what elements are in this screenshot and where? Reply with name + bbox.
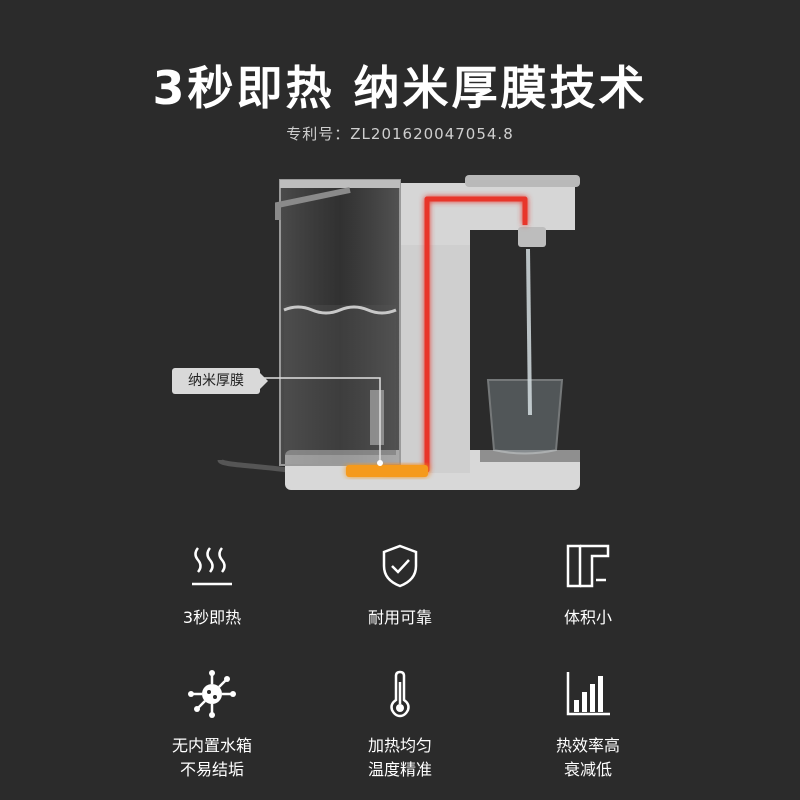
feature-label-line1: 加热均匀 xyxy=(367,736,432,755)
heat-waves-icon xyxy=(192,547,232,586)
feature-label: 热效率高 衰减低 xyxy=(518,734,658,782)
thermometer-icon xyxy=(390,670,410,718)
feature-label-line2: 不易结垢 xyxy=(179,760,244,779)
feature-label: 体积小 xyxy=(563,608,612,627)
feature-label: 无内置水箱 不易结垢 xyxy=(142,734,282,782)
patent-number: 专利号：ZL201620047054.8 xyxy=(286,125,514,143)
feature-instant-heat: 3秒即热 xyxy=(142,540,282,630)
feature-label-line1: 热效率高 xyxy=(555,736,620,755)
nano-film-callout: 纳米厚膜 xyxy=(172,368,268,394)
feature-even-heating: 加热均匀 温度精准 xyxy=(330,668,470,782)
headline: 3秒即热 纳米厚膜技术 xyxy=(152,61,648,115)
bacteria-icon xyxy=(188,670,236,718)
feature-efficiency: 热效率高 衰减低 xyxy=(518,668,658,782)
water-dispenser-illustration xyxy=(217,175,580,490)
bar-chart-icon xyxy=(566,672,610,716)
shield-check-icon xyxy=(382,544,418,588)
feature-label-line2: 衰减低 xyxy=(563,760,612,779)
feature-no-scale: 无内置水箱 不易结垢 xyxy=(142,668,282,782)
feature-label: 加热均匀 温度精准 xyxy=(330,734,470,782)
feature-label-line2: 温度精准 xyxy=(367,760,432,779)
feature-label: 耐用可靠 xyxy=(367,608,432,627)
feature-compact: 体积小 xyxy=(518,540,658,630)
compact-size-icon xyxy=(566,544,610,588)
feature-label: 3秒即热 xyxy=(182,608,242,627)
feature-label-line1: 无内置水箱 xyxy=(171,736,252,755)
feature-durable: 耐用可靠 xyxy=(330,540,470,630)
